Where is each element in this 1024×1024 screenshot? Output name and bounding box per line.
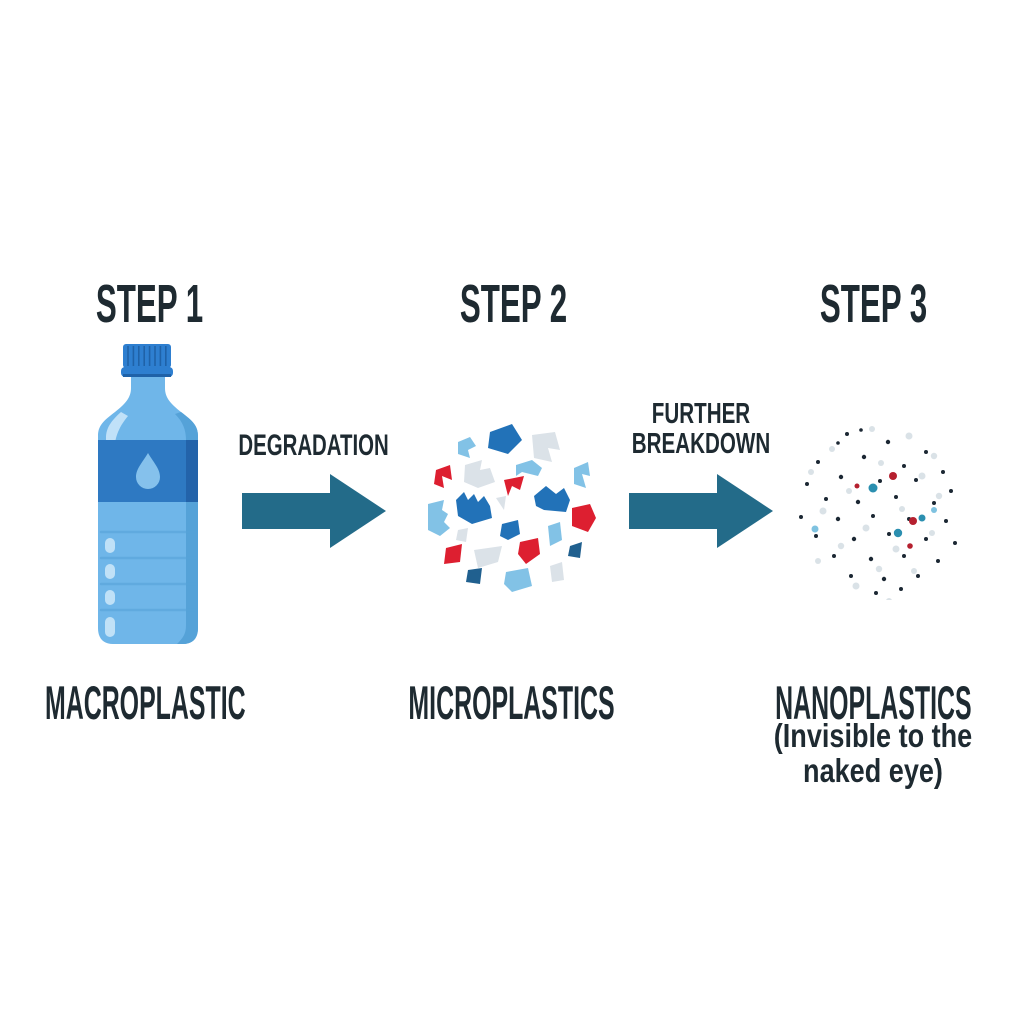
step3-title: STEP 3 — [754, 277, 994, 331]
breakdown-arrow-icon — [629, 474, 773, 548]
step1-title-text: STEP 1 — [96, 274, 204, 334]
nanoplastics-sublabel: (Invisible to the naked eye) — [698, 718, 1024, 788]
step3-title-text: STEP 3 — [820, 274, 928, 334]
step2-title: STEP 2 — [394, 277, 634, 331]
nanoplastics-label: NANOPLASTICS — [774, 676, 972, 729]
microplastics-label: MICROPLASTICS — [408, 676, 616, 729]
degradation-arrow-icon — [242, 474, 386, 548]
macroplastic-label: MACROPLASTIC — [44, 676, 246, 729]
scattered-particles-icon — [799, 426, 957, 600]
water-bottle-icon — [98, 344, 198, 644]
sublabel-line-1: (Invisible to the — [773, 717, 973, 754]
plastic-fragments-icon — [428, 424, 596, 592]
step1-title: STEP 1 — [30, 277, 270, 331]
degradation-label: DEGRADATION — [238, 429, 390, 462]
further-breakdown-label: FURTHER BREAKDOWN — [631, 398, 771, 460]
step2-title-text: STEP 2 — [460, 274, 568, 334]
sublabel-line-2: naked eye) — [803, 752, 943, 789]
water-drop-icon — [136, 453, 160, 489]
